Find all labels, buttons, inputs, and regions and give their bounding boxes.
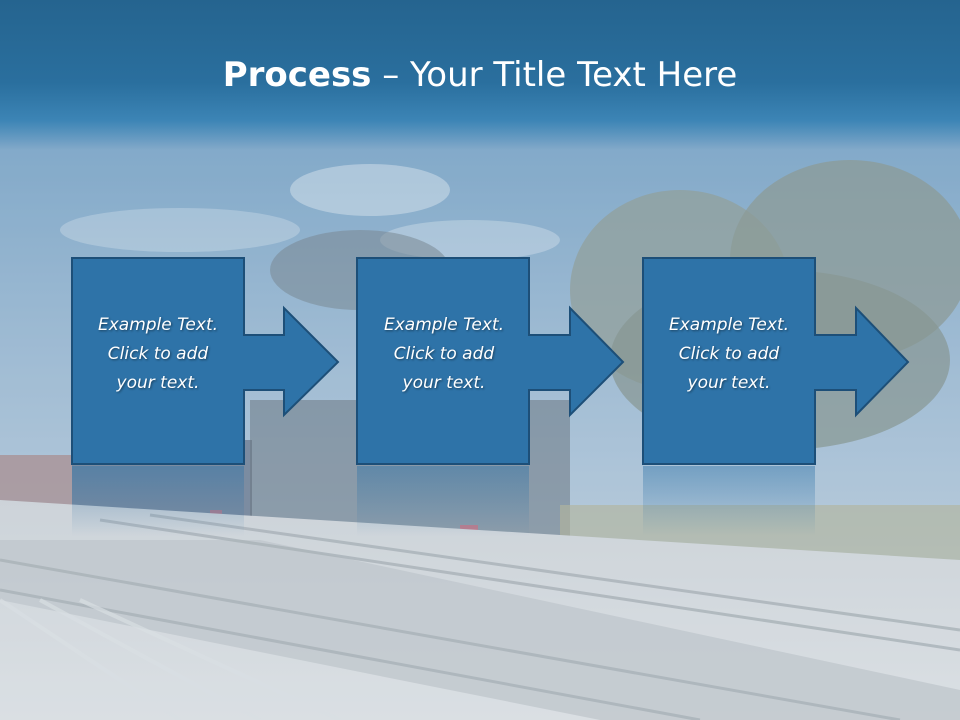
step-1-line-3: your text. [116, 373, 200, 393]
step-1-arrow-icon [243, 305, 340, 418]
step-1-shape[interactable] [71, 257, 340, 465]
step-2-line-3: your text. [402, 373, 486, 393]
slide-title[interactable]: Process – Your Title Text Here [0, 48, 960, 102]
title-bold-part: Process [222, 55, 372, 95]
step-1-line-2: Click to add [107, 344, 209, 364]
step-3-line-1: Example Text. [668, 315, 790, 335]
step-2-shape[interactable] [356, 257, 625, 465]
step-1-text[interactable]: Example Text. Click to add your text. [72, 311, 244, 398]
step-1-line-1: Example Text. [97, 315, 219, 335]
step-3-box [642, 257, 816, 465]
step-1-reflection [72, 466, 244, 536]
step-2-line-1: Example Text. [383, 315, 505, 335]
step-3-shape[interactable] [642, 257, 910, 465]
step-2-arrow-icon [528, 305, 625, 418]
step-3-text[interactable]: Example Text. Click to add your text. [643, 311, 815, 398]
step-3-line-2: Click to add [678, 344, 780, 364]
step-3-line-3: your text. [687, 373, 771, 393]
step-2-reflection [357, 466, 529, 536]
step-3-arrow-icon [814, 305, 910, 418]
step-3-reflection [643, 466, 815, 536]
step-2-text[interactable]: Example Text. Click to add your text. [358, 311, 530, 398]
title-band [0, 0, 960, 150]
step-2-line-2: Click to add [393, 344, 495, 364]
title-rest-part: – Your Title Text Here [371, 55, 738, 95]
step-1-box [71, 257, 245, 465]
